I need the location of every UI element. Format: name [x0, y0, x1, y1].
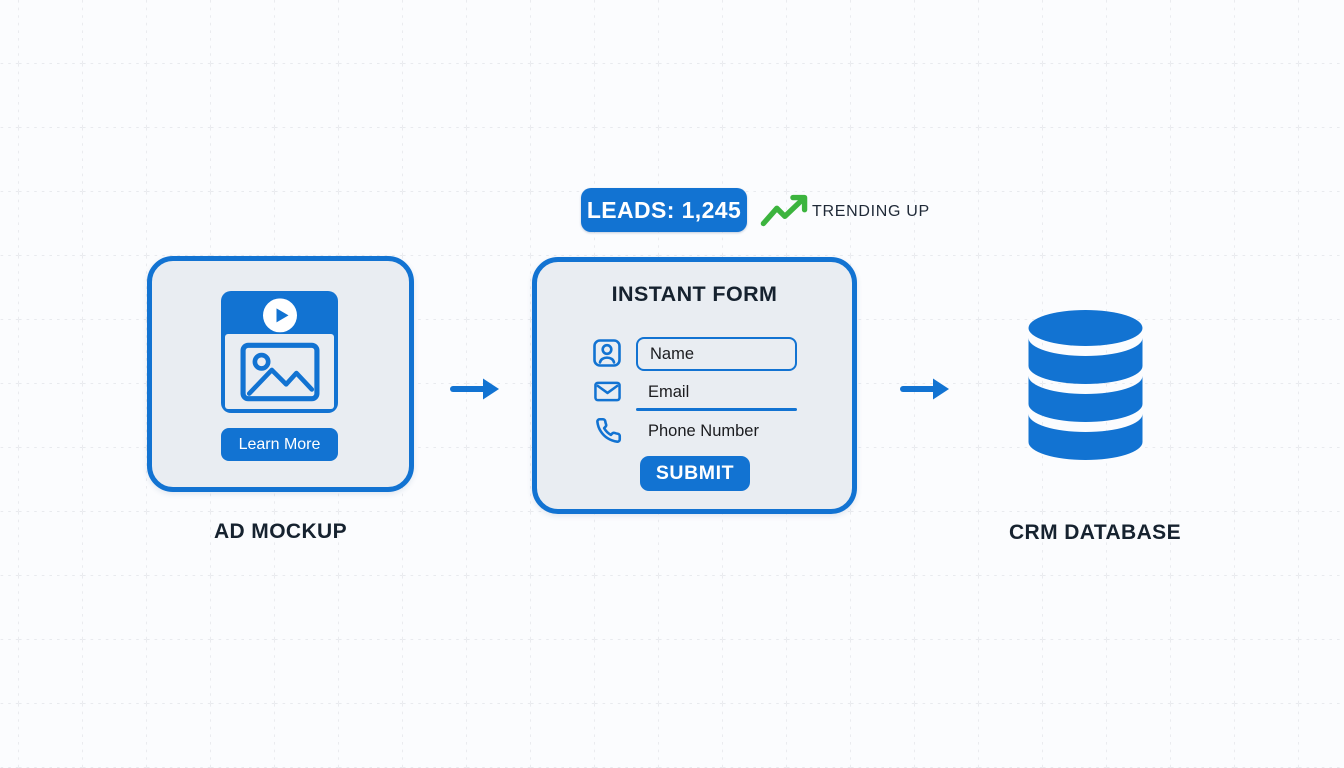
submit-button[interactable]: SUBMIT	[640, 456, 750, 491]
flow-arrow-2	[900, 378, 949, 400]
learn-more-button[interactable]: Learn More	[221, 428, 338, 461]
submit-label: SUBMIT	[655, 462, 735, 484]
play-icon	[262, 297, 297, 332]
ad-mockup-label: AD MOCKUP	[213, 520, 348, 543]
email-icon	[594, 381, 621, 402]
crm-database-label: CRM DATABASE	[1008, 521, 1181, 544]
leads-count-text: LEADS: 1,245	[586, 196, 742, 223]
leads-count-badge: LEADS: 1,245	[581, 188, 747, 232]
name-placeholder: Name	[650, 344, 695, 363]
email-underline	[636, 408, 797, 411]
ad-preview	[221, 291, 338, 413]
phone-icon	[596, 417, 622, 443]
phone-field[interactable]: Phone Number	[648, 422, 759, 441]
phone-placeholder: Phone Number	[648, 422, 759, 440]
learn-more-label: Learn More	[238, 435, 321, 453]
ad-mockup-card: Learn More	[147, 256, 414, 492]
person-icon	[593, 339, 621, 367]
ad-video-header	[221, 291, 338, 334]
trending-up-icon	[760, 194, 808, 227]
flow-arrow-1	[450, 378, 499, 400]
name-field[interactable]: Name	[636, 337, 797, 371]
email-field[interactable]: Email	[648, 383, 689, 402]
ad-image-area	[225, 334, 334, 409]
trend-label: TRENDING UP	[812, 203, 930, 220]
database-icon	[1028, 310, 1143, 460]
email-placeholder: Email	[648, 383, 690, 401]
image-icon	[240, 342, 319, 401]
form-title: INSTANT FORM	[611, 282, 778, 306]
instant-form-card: INSTANT FORM Name Email Phone Number SUB…	[532, 257, 857, 514]
